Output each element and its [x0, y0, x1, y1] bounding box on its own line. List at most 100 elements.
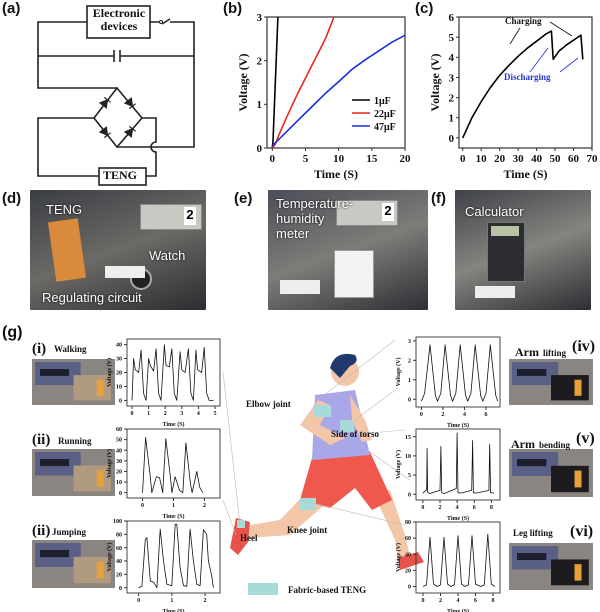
x-tick-label: 2: [164, 411, 167, 417]
series-line-arm-bending: [422, 432, 495, 494]
limb: [551, 559, 589, 586]
monitor-screen: [40, 459, 70, 467]
running-num: (ii): [32, 432, 51, 448]
leader-line: [299, 499, 406, 526]
plot-frame: [126, 520, 221, 594]
x-tick-label: 20: [400, 153, 412, 165]
limb: [551, 375, 589, 401]
x-tick-label: 4: [463, 412, 466, 418]
leader-line: [354, 387, 399, 421]
y-tick-label: 3: [257, 12, 263, 24]
y-tick-label: 15: [405, 435, 411, 441]
y-tick-label: 3: [408, 339, 411, 345]
teng-patch: [96, 561, 104, 579]
y-axis-label: Voltage (V): [106, 358, 113, 387]
plot-frame: [415, 336, 501, 408]
arm-bending-label: Arm bending: [511, 437, 571, 451]
watch-annotation: Watch: [149, 248, 186, 263]
y-tick-label: 1: [449, 113, 455, 125]
x-axis-label: Time (S): [162, 513, 184, 520]
leader-line: [359, 444, 411, 481]
y-tick-label: 60: [116, 427, 122, 433]
x-tick-label: 2: [203, 503, 206, 509]
runner-illustration: [230, 353, 424, 570]
series-line-1-F: [271, 16, 279, 149]
photo-running: [32, 449, 115, 496]
y-axis-label: Voltage (V): [106, 543, 113, 572]
jumping-num: (ii): [32, 523, 51, 539]
x-tick-label: 20: [494, 153, 506, 165]
diode-shape: [98, 126, 111, 139]
x-tick-label: 0: [130, 411, 133, 417]
teng-patch: [574, 379, 582, 396]
y-tick-label: 0: [408, 397, 411, 403]
y-axis-label: Voltage (V): [428, 54, 442, 112]
x-axis-label: Time (S): [447, 422, 469, 429]
arm: [300, 400, 345, 445]
panel-label-f: (f): [431, 190, 446, 207]
x-tick-label: 0: [141, 503, 144, 509]
x-tick-label: 10: [333, 153, 345, 165]
teng-patch-heel: [237, 520, 245, 528]
x-tick-label: 50: [550, 153, 562, 165]
bridge-rectifier: [92, 86, 144, 149]
x-tick-label: 5: [214, 411, 217, 417]
y-tick-label: 4: [449, 52, 455, 64]
teng-patch-knee: [300, 498, 316, 510]
leader-line: [394, 554, 406, 561]
x-tick-label: 0: [420, 412, 423, 418]
limb: [73, 375, 111, 401]
y-tick-label: 0: [119, 491, 122, 497]
leader-line: [222, 499, 237, 536]
teng-box: [98, 167, 147, 186]
x-tick-label: 15: [366, 153, 378, 165]
y-axis-label: Voltage (V): [395, 450, 402, 479]
y-tick-label: 40: [116, 559, 122, 565]
series-line-leg-lifting: [422, 533, 496, 587]
panel-label-e: (e): [234, 190, 253, 207]
diode-icon: [98, 126, 111, 139]
x-tick-label: 8: [490, 505, 493, 511]
legend-label: Fabric-based TENG: [288, 585, 367, 595]
y-tick-label: 80: [116, 532, 122, 538]
x-tick-label: 4: [197, 411, 200, 417]
leader-line: [222, 371, 241, 526]
y-tick-label: 0: [119, 586, 122, 592]
leg-lifting-label: Leg lifting: [513, 528, 553, 538]
front-arm: [350, 395, 372, 442]
y-tick-label: 40: [405, 552, 411, 558]
x-tick-label: 30: [513, 153, 525, 165]
calculator-screen: [491, 226, 519, 236]
x-tick-label: 2: [439, 598, 442, 604]
series-line-47-F: [271, 34, 406, 147]
plot-frame: [126, 428, 221, 499]
chart-running: [124, 428, 221, 501]
y-tick-label: 2: [257, 56, 263, 68]
x-axis-label: Time (S): [447, 515, 469, 522]
breadboard: [105, 266, 145, 278]
teng-patch: [96, 470, 104, 487]
breadboard: [475, 286, 515, 298]
circuit-wires: [37, 18, 195, 177]
front-shoe: [398, 552, 424, 570]
arm-bending-num: (v): [576, 430, 595, 447]
switch-icon: [159, 20, 163, 24]
series-line-walking: [131, 344, 214, 401]
diode-shape: [98, 96, 111, 109]
x-tick-label: 1: [172, 503, 175, 509]
charging-arrows: [509, 21, 573, 45]
x-axis-label: Time (S): [447, 608, 469, 612]
walking-num: (i): [32, 341, 47, 357]
y-tick-label: 2: [408, 358, 411, 364]
teng-patch-torso: [340, 420, 354, 432]
hygrometer: [334, 250, 374, 298]
front-leg: [372, 490, 412, 565]
x-tick-label: 6: [473, 505, 476, 511]
capacitor-icon: [113, 50, 121, 62]
x-tick-label: 3: [180, 411, 183, 417]
